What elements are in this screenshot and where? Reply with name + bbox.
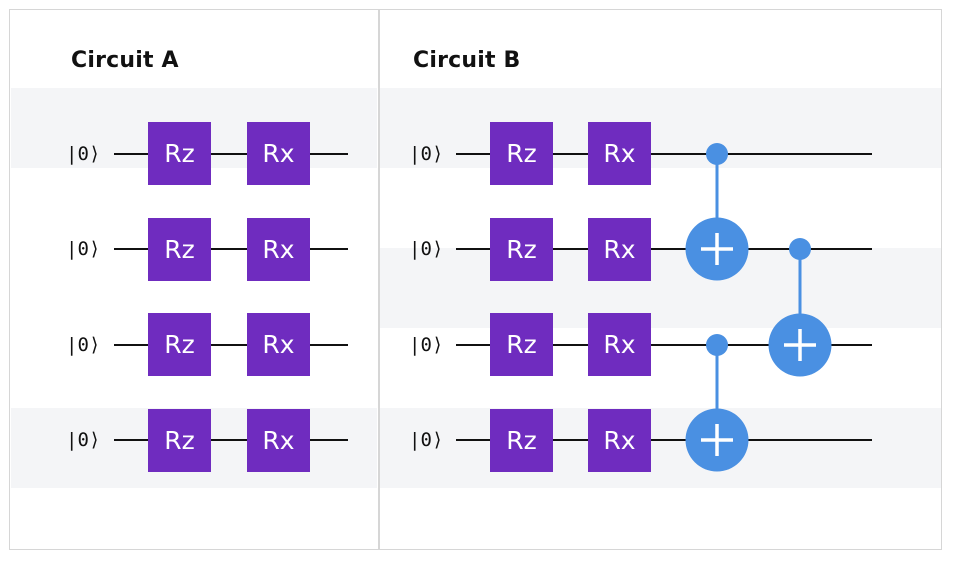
circuit-b-title: Circuit B xyxy=(413,48,521,73)
qubit-label: |0⟩ xyxy=(409,334,444,356)
qubit-label: |0⟩ xyxy=(66,429,101,451)
rx-gate: Rx xyxy=(247,409,310,472)
rx-gate: Rx xyxy=(247,122,310,185)
rz-gate: Rz xyxy=(148,409,211,472)
rx-gate: Rx xyxy=(588,409,651,472)
qubit-wire xyxy=(114,344,348,346)
rz-gate: Rz xyxy=(490,218,553,281)
rz-gate: Rz xyxy=(148,218,211,281)
qubit-wire xyxy=(114,439,348,441)
qubit-label: |0⟩ xyxy=(66,238,101,260)
qubit-wire xyxy=(456,439,872,441)
row-band xyxy=(380,248,941,328)
rz-gate: Rz xyxy=(490,122,553,185)
qubit-wire xyxy=(456,344,872,346)
rx-gate: Rx xyxy=(588,122,651,185)
qubit-label: |0⟩ xyxy=(409,238,444,260)
qubit-wire xyxy=(456,248,872,250)
rz-gate: Rz xyxy=(148,313,211,376)
cnot-control-dot xyxy=(706,143,728,165)
rx-gate: Rx xyxy=(247,313,310,376)
cnot-control-dot xyxy=(789,238,811,260)
qubit-wire xyxy=(114,248,348,250)
qubit-label: |0⟩ xyxy=(66,143,101,165)
rx-gate: Rx xyxy=(588,313,651,376)
diagram-frame xyxy=(9,9,942,550)
qubit-label: |0⟩ xyxy=(409,143,444,165)
qubit-wire xyxy=(456,153,872,155)
rx-gate: Rx xyxy=(247,218,310,281)
rz-gate: Rz xyxy=(490,313,553,376)
rz-gate: Rz xyxy=(148,122,211,185)
panel-divider xyxy=(378,9,380,550)
circuit-a-title: Circuit A xyxy=(71,48,179,73)
rz-gate: Rz xyxy=(490,409,553,472)
qubit-label: |0⟩ xyxy=(66,334,101,356)
rx-gate: Rx xyxy=(588,218,651,281)
cnot-control-dot xyxy=(706,334,728,356)
qubit-wire xyxy=(114,153,348,155)
row-band xyxy=(380,408,941,488)
qubit-label: |0⟩ xyxy=(409,429,444,451)
